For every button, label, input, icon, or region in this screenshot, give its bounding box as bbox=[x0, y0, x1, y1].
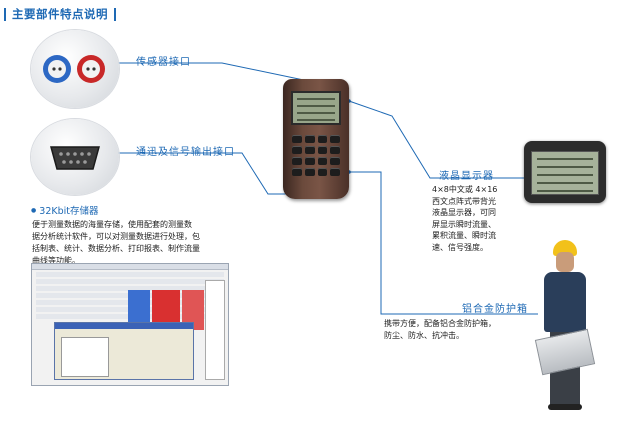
storage-line: 括制表、统计、数据分析、打印报表、制作流量 bbox=[32, 244, 200, 253]
software-screenshot-image bbox=[31, 263, 229, 386]
lcd-description: 4×8中文或 4×16 西文点阵式带背光 液晶显示器，可同 屏显示瞬时流量、 累… bbox=[432, 184, 528, 253]
worker-with-case-image bbox=[536, 236, 596, 416]
case-desc-line: 携带方便，配备铝合金防护箱， bbox=[384, 319, 496, 328]
db9-port-icon bbox=[50, 146, 100, 170]
section-title: 主要部件特点说明 bbox=[4, 6, 116, 22]
storage-heading: ● 32Kbit存储器 bbox=[31, 205, 99, 218]
sensor-connector-image bbox=[31, 30, 119, 108]
lcd-desc-line: 西文点阵式带背光 bbox=[432, 196, 496, 206]
handheld-flowmeter-image bbox=[283, 79, 349, 199]
title-right-bar bbox=[114, 7, 116, 21]
lcd-desc-line: 累积流量、瞬时流 bbox=[432, 231, 496, 240]
case-label: 铝合金防护箱 bbox=[462, 304, 528, 315]
lcd-display-image bbox=[524, 141, 606, 203]
storage-line: 据分析统计软件，可以对测量数据进行处理，包 bbox=[32, 232, 200, 241]
comm-port-image bbox=[31, 119, 119, 195]
storage-line: 曲线等功能。 bbox=[32, 256, 80, 265]
sensor-sockets-icon bbox=[43, 55, 105, 83]
lcd-desc-line: 屏显示瞬时流量、 bbox=[432, 219, 496, 229]
device-screen bbox=[291, 91, 341, 125]
comm-interface-label: 通迅及信号输出接口 bbox=[136, 147, 235, 158]
lcd-desc-line: 液晶显示器，可同 bbox=[432, 208, 496, 217]
sensor-connector bbox=[118, 62, 319, 84]
case-desc-line: 防尘、防水、抗冲击。 bbox=[384, 331, 464, 340]
sensor-interface-label: 传感器接口 bbox=[136, 57, 191, 68]
device-keypad bbox=[292, 135, 340, 176]
lcd-desc-line: 速、信号强度。 bbox=[432, 242, 488, 252]
storage-description: 便于测量数据的海量存储，使用配套的测量数 据分析统计软件，可以对测量数据进行处理… bbox=[32, 219, 237, 267]
page-title: 主要部件特点说明 bbox=[12, 7, 108, 21]
lcd-connector bbox=[348, 100, 524, 179]
case-description: 携带方便，配备铝合金防护箱， 防尘、防水、抗冲击。 bbox=[384, 318, 534, 342]
bullet-icon: ● bbox=[31, 207, 37, 214]
title-left-bar bbox=[4, 7, 6, 21]
storage-line: 便于测量数据的海量存储，使用配套的测量数 bbox=[32, 220, 192, 229]
storage-heading-text: 32Kbit存储器 bbox=[39, 206, 99, 217]
lcd-label: 液晶显示器 bbox=[439, 171, 494, 182]
case-connector bbox=[349, 171, 538, 315]
lcd-desc-line: 4×8中文或 4×16 bbox=[432, 185, 498, 194]
